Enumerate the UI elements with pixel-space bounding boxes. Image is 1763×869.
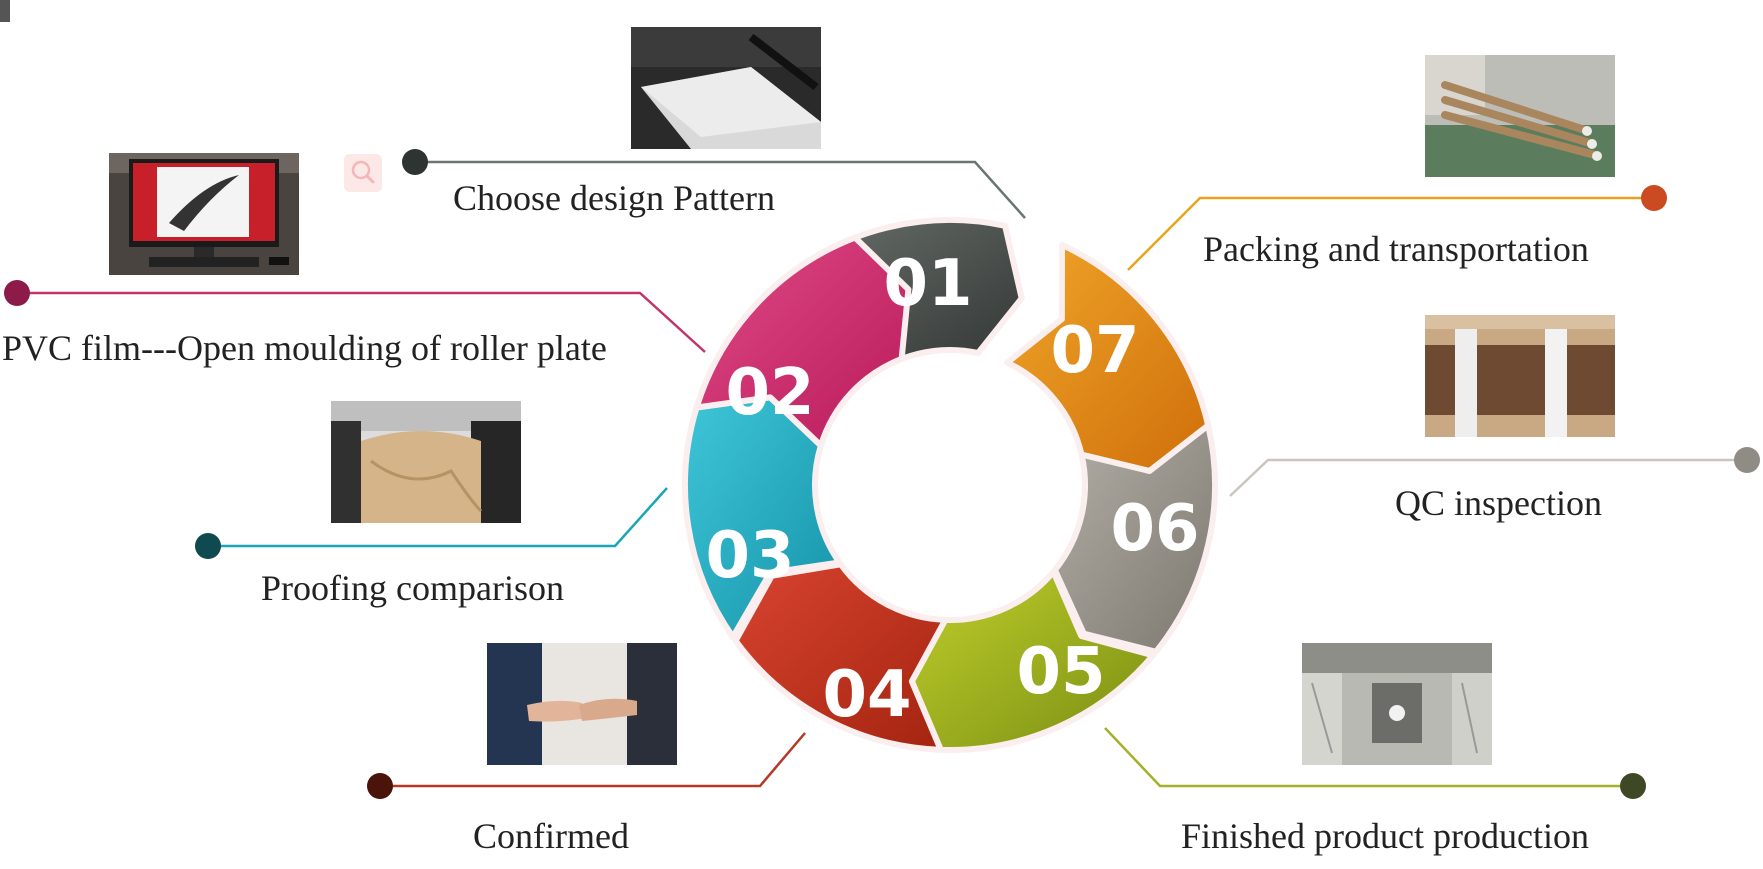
step-label-02: PVC film---Open moulding of roller plate — [2, 330, 607, 366]
connector-dot-step-06 — [1734, 447, 1760, 473]
step-label-06: QC inspection — [1395, 485, 1602, 521]
connector-dot-step-04 — [367, 773, 393, 799]
connector-dot-step-02 — [4, 280, 30, 306]
magnifier-icon — [344, 154, 382, 192]
printing-roller-photo — [331, 401, 521, 523]
step-label-03: Proofing comparison — [261, 570, 564, 606]
connector-dot-step-01 — [402, 149, 428, 175]
production-line-photo — [1302, 643, 1492, 765]
connector-dot-step-05 — [1620, 773, 1646, 799]
handshake-photo — [487, 643, 677, 765]
step-number-04: 04 — [822, 658, 911, 732]
step-label-07: Packing and transportation — [1203, 231, 1589, 267]
step-number-01: 01 — [883, 247, 972, 321]
step-label-04: Confirmed — [473, 818, 629, 854]
computer-design-photo — [109, 153, 299, 275]
zoom-button[interactable] — [344, 154, 382, 192]
step-label-05: Finished product production — [1181, 818, 1589, 854]
step-label-01: Choose design Pattern — [453, 180, 775, 216]
step-number-06: 06 — [1110, 492, 1199, 566]
step-number-05: 05 — [1016, 635, 1105, 709]
packed-rolls-photo — [1425, 55, 1615, 177]
connector-dot-step-03 — [195, 533, 221, 559]
connector-dot-step-07 — [1641, 185, 1667, 211]
step-number-03: 03 — [705, 519, 794, 593]
step-number-02: 02 — [725, 356, 814, 430]
film-rolls-inspection-photo — [1425, 315, 1615, 437]
step-number-07: 07 — [1050, 314, 1139, 388]
printing-plate-photo — [631, 27, 821, 149]
